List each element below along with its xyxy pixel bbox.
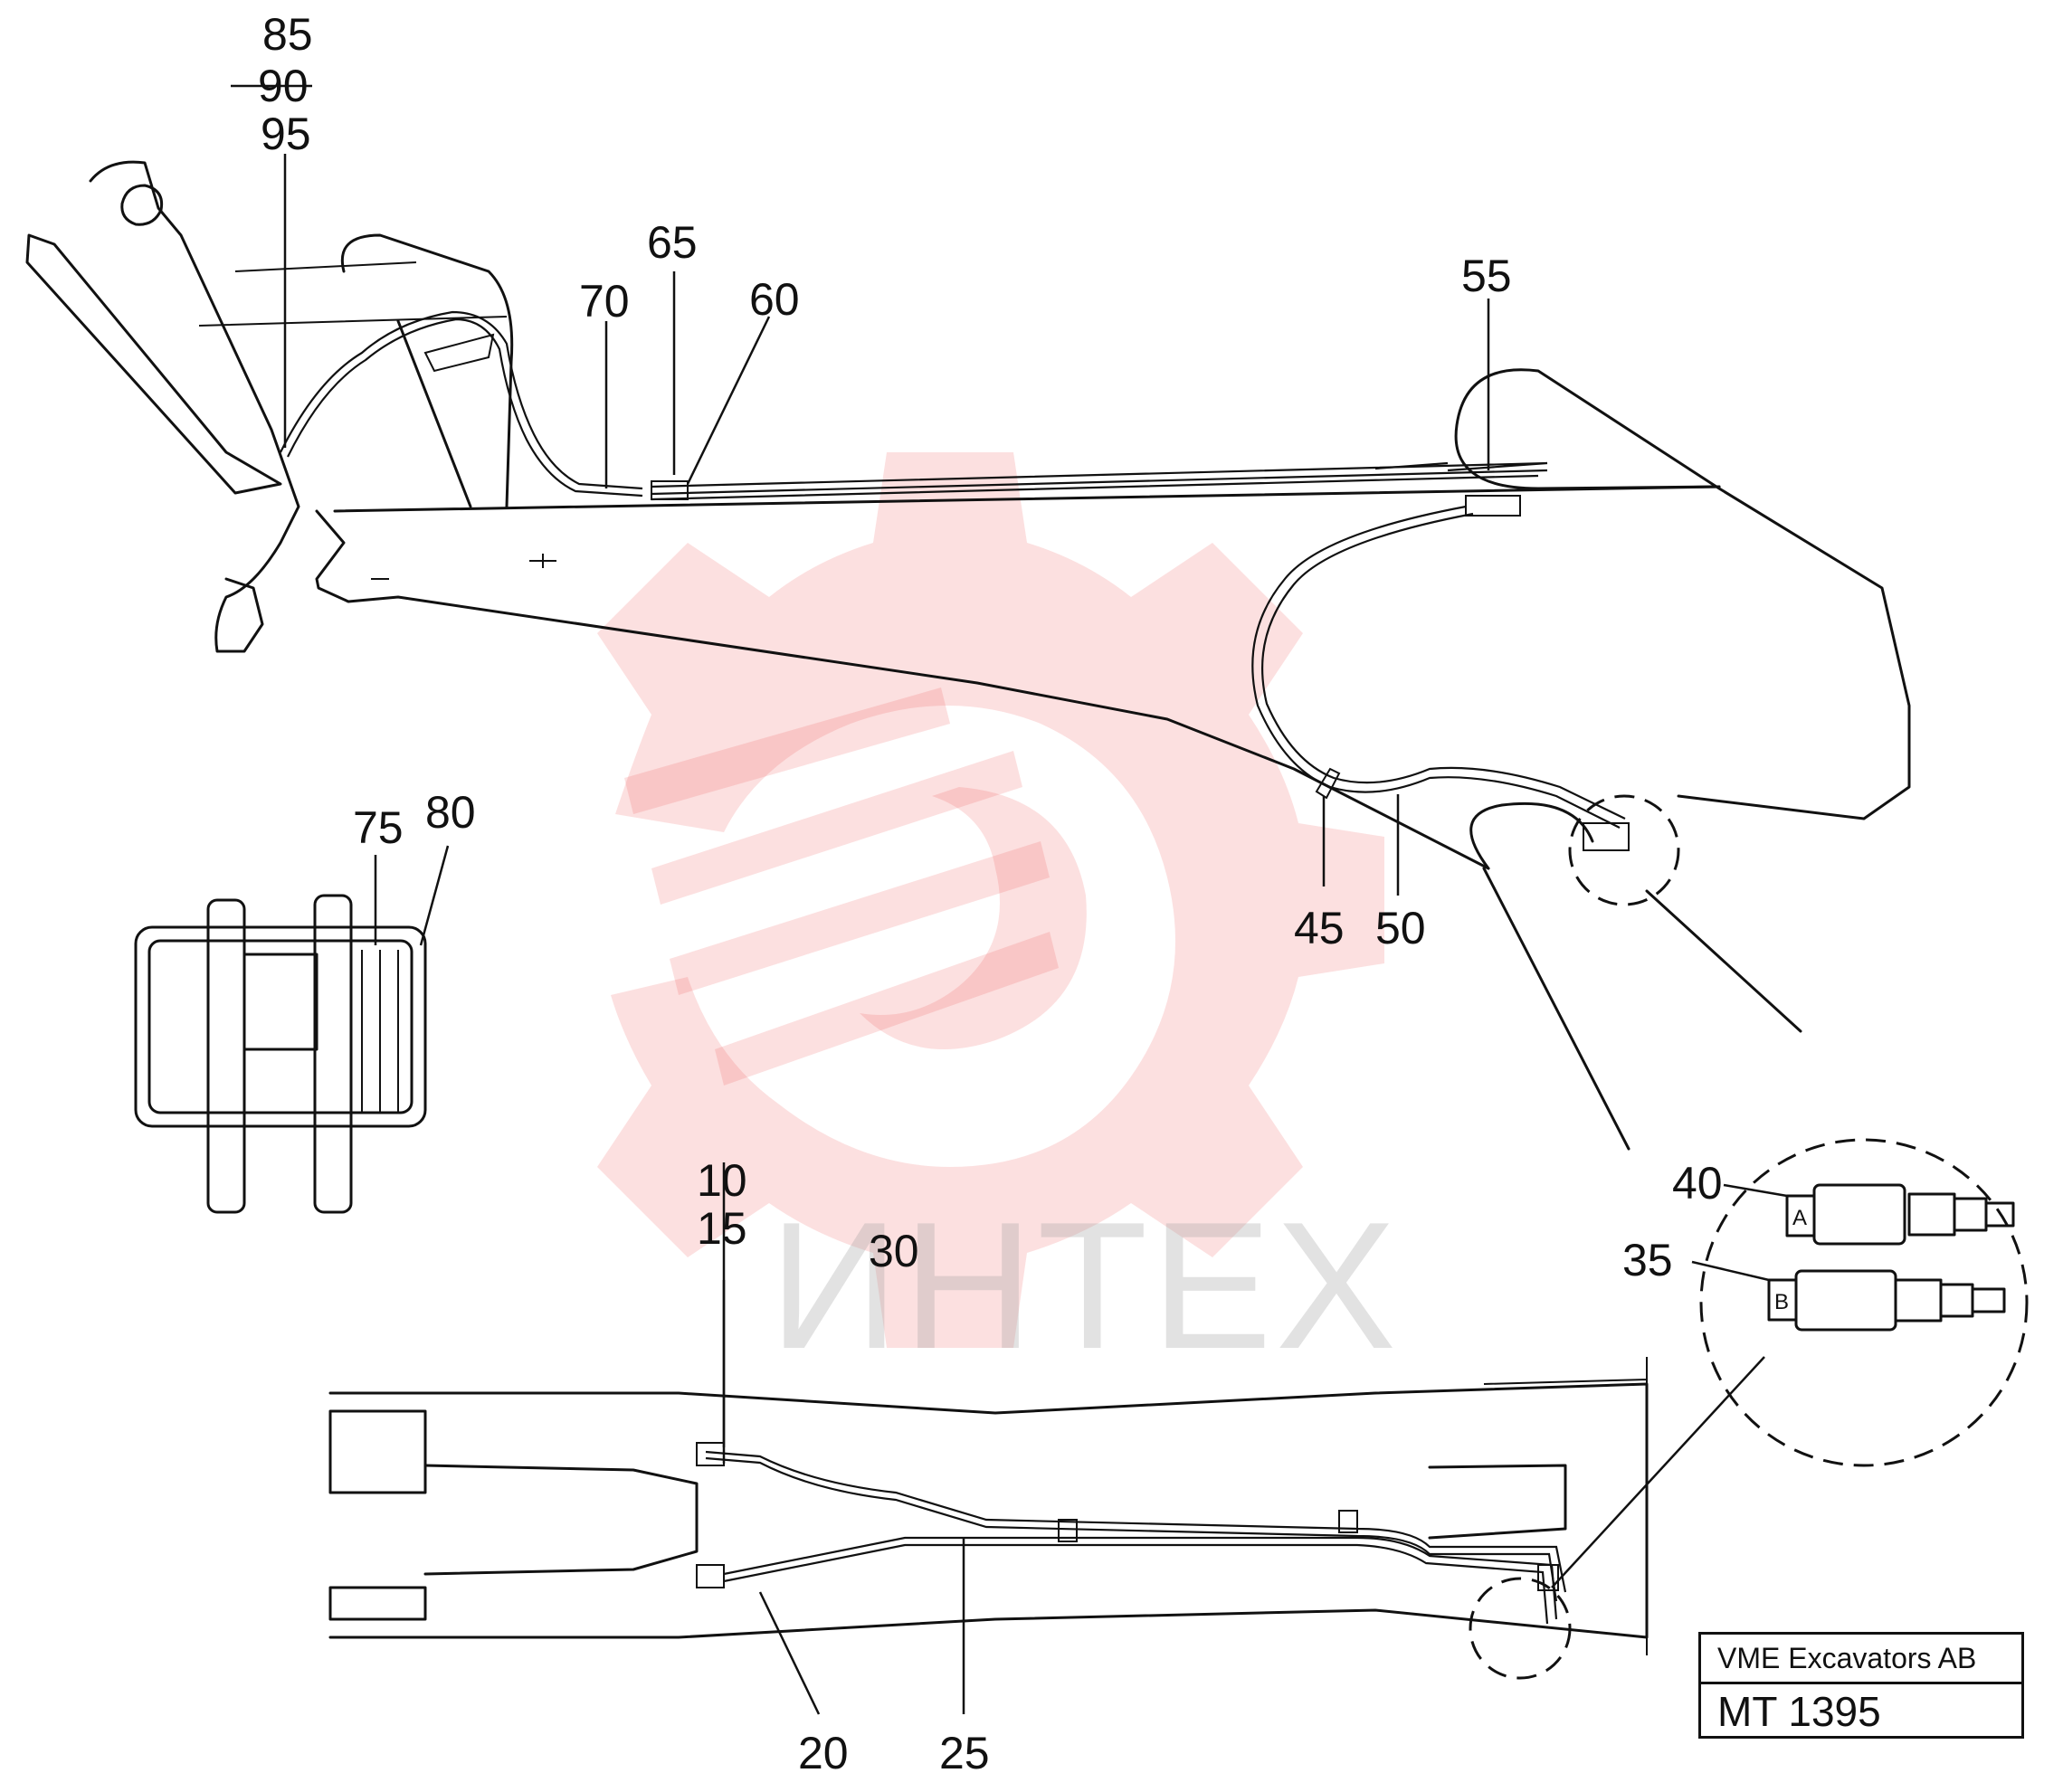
callout-90: 90	[258, 61, 309, 111]
watermark-text: ИНТЕХ	[769, 1185, 1400, 1387]
callout-50: 50	[1375, 903, 1426, 953]
arm-plan-view	[328, 1357, 1649, 1680]
callout-45: 45	[1294, 903, 1345, 953]
port-a-mark: A	[1792, 1206, 1807, 1230]
upper-hose-assembly	[280, 310, 1680, 906]
watermark-gear-logo: ИНТЕХ	[597, 452, 1400, 1387]
title-block: VME Excavators AB MT 1395	[1698, 1632, 2024, 1739]
callout-85: 85	[262, 9, 313, 60]
company-name: VME Excavators AB	[1701, 1635, 2021, 1684]
boom-side-view	[25, 160, 1911, 1151]
port-b-mark: B	[1774, 1290, 1789, 1314]
callout-30: 30	[869, 1226, 919, 1276]
callout-95: 95	[261, 109, 311, 159]
pin-detail-view	[134, 894, 427, 1214]
drawing-number: MT 1395	[1717, 1688, 1881, 1735]
callout-15: 15	[697, 1203, 747, 1254]
callout-75: 75	[353, 802, 404, 853]
callout-60: 60	[749, 274, 800, 325]
callout-25: 25	[939, 1728, 990, 1778]
callout-40: 40	[1672, 1158, 1723, 1209]
callout-70: 70	[579, 276, 630, 327]
callout-labels: 85 90 95 70 65 60 55 45 50 75 80 10 15 3…	[258, 9, 1723, 1778]
callout-10: 10	[697, 1155, 747, 1206]
lower-hose-assembly	[696, 1442, 1567, 1625]
callout-55: 55	[1461, 251, 1512, 301]
callout-20: 20	[798, 1728, 849, 1778]
callout-35: 35	[1622, 1235, 1673, 1285]
callout-80: 80	[425, 787, 476, 838]
callout-65: 65	[647, 217, 698, 268]
leader-lines	[231, 84, 1788, 1715]
fitting-detail-circle: A B	[1551, 1138, 2029, 1588]
